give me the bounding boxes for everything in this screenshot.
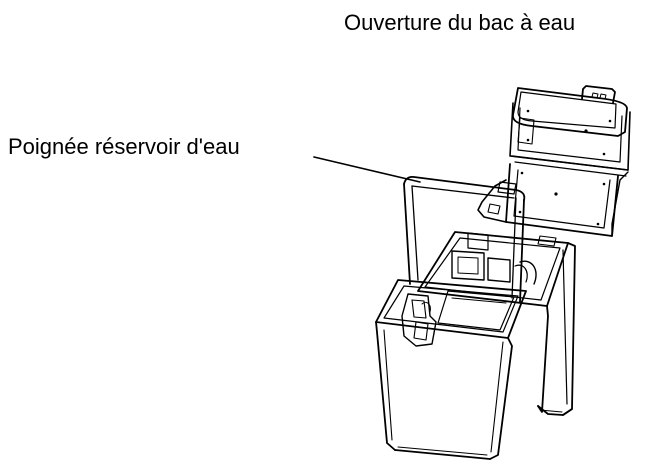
label-handle: Poignée réservoir d'eau xyxy=(8,134,240,159)
rear-tank xyxy=(417,231,576,416)
lid-tab xyxy=(581,85,616,104)
label-lid-opening: Ouverture du bac à eau xyxy=(344,10,576,35)
handle-leader-line xyxy=(313,156,421,183)
opened-lid xyxy=(477,85,631,237)
front-tank xyxy=(375,279,527,460)
